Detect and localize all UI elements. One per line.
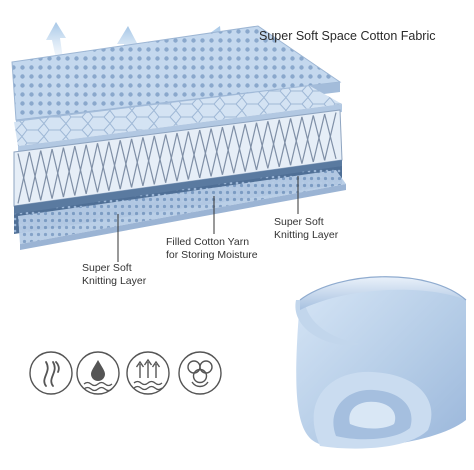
water-drop-icon <box>76 351 120 395</box>
left-layer-label-line1: Super Soft <box>82 262 132 274</box>
middle-layer-label-line1: Filled Cotton Yarn <box>166 236 250 248</box>
breathable-arrows-icon <box>126 351 170 395</box>
spacer-yarn-layer <box>13 109 343 207</box>
right-layer-label-line1: Super Soft <box>274 216 324 228</box>
middle-layer-label-line2: for Storing Moisture <box>166 249 258 261</box>
callout-lines <box>117 176 299 262</box>
left-layer-label: Super Soft Knitting Layer <box>82 262 146 288</box>
middle-layer-label: Filled Cotton Yarn for Storing Moisture <box>166 236 258 262</box>
right-layer-label-line2: Knitting Layer <box>274 229 339 241</box>
title-label: Super Soft Space Cotton Fabric <box>259 29 436 43</box>
right-layer-label: Super Soft Knitting Layer <box>274 216 338 242</box>
property-icons <box>29 351 222 395</box>
cotton-flower-icon <box>178 351 222 395</box>
fabric-roll <box>295 276 467 449</box>
bottom-knitting-layer <box>18 170 346 250</box>
heat-wave-icon <box>29 351 73 395</box>
left-layer-label-line2: Knitting Layer <box>82 275 147 287</box>
